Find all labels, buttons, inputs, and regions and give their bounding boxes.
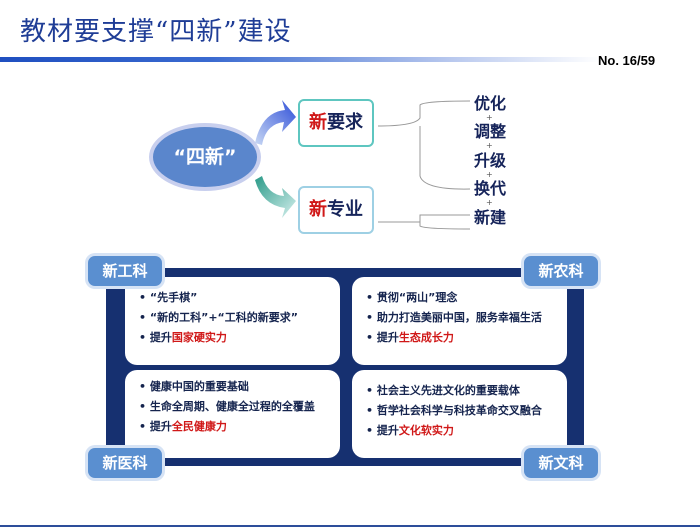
list-item: • 哲学社会科学与科技革命交叉融合: [366, 404, 542, 417]
panel-liberal-arts: • 社会主义先进文化的重要载体 • 哲学社会科学与科技革命交叉融合 • 提升文化…: [352, 370, 567, 458]
list-item: • 提升文化软实力: [366, 424, 454, 437]
title-underline: [0, 57, 600, 62]
list-item: • 健康中国的重要基础: [139, 380, 249, 393]
page-number: No. 16/59: [598, 53, 656, 68]
tag-new-liberal-arts: 新文科: [524, 448, 598, 478]
list-item: • 社会主义先进文化的重要载体: [366, 384, 520, 397]
tag-new-engineering: 新工科: [88, 256, 162, 286]
box-label: 要求: [327, 112, 363, 133]
highlight-char: 新: [309, 199, 327, 220]
panel-engineering: • “先手棋” • “新的工科”+“工科的新要求” • 提升国家硬实力: [125, 277, 340, 365]
panel-agriculture: • 贯彻“两山”理念 • 助力打造美丽中国，服务幸福生活 • 提升生态成长力: [352, 277, 567, 365]
plus-sign: +: [486, 198, 493, 207]
new-requirements-box: 新要求: [298, 99, 374, 147]
list-item: • 生命全周期、健康全过程的全覆盖: [139, 400, 315, 413]
list-item: • 提升全民健康力: [139, 420, 227, 433]
arrow-up-icon: [255, 100, 296, 145]
tag-new-agriculture: 新农科: [524, 256, 598, 286]
panel-medicine: • 健康中国的重要基础 • 生命全周期、健康全过程的全覆盖 • 提升全民健康力: [125, 370, 340, 458]
tag-new-medicine: 新医科: [88, 448, 162, 478]
word-replace: 换代: [474, 179, 507, 198]
four-new-ellipse: “四新”: [153, 127, 257, 187]
word-adjust: 调整: [474, 122, 507, 141]
new-majors-box: 新专业: [298, 186, 374, 234]
list-item: • “先手棋”: [139, 291, 198, 304]
box-label: 专业: [327, 199, 363, 220]
arrow-down-icon: [255, 176, 296, 218]
word-build: 新建: [474, 208, 507, 227]
slide-title: 教材要支撑“四新”建设: [20, 17, 292, 47]
plus-sign: +: [486, 113, 493, 122]
word-optimize: 优化: [474, 94, 507, 113]
diagram-connectors: [255, 100, 471, 230]
list-item: • 提升国家硬实力: [139, 331, 227, 344]
word-upgrade: 升级: [474, 151, 507, 170]
plus-sign: +: [486, 141, 493, 150]
list-item: • 提升生态成长力: [366, 331, 454, 344]
list-item: • 贯彻“两山”理念: [366, 291, 458, 304]
list-item: • 助力打造美丽中国，服务幸福生活: [366, 311, 542, 324]
bracket-bottom: [378, 214, 471, 230]
footer-line: [0, 525, 700, 527]
list-item: • “新的工科”+“工科的新要求”: [139, 311, 299, 324]
plus-sign: +: [486, 170, 493, 179]
bracket-top: [377, 100, 471, 190]
highlight-char: 新: [309, 112, 327, 133]
